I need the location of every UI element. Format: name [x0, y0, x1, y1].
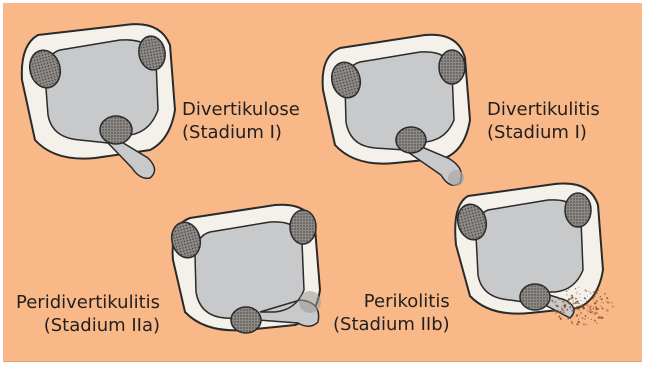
label-perikolitis: Perikolitis (Stadium IIb) — [333, 290, 450, 336]
label-divertikulitis-stage: (Stadium I) — [487, 121, 600, 144]
colon-pericolitis — [454, 183, 614, 325]
blood-vessel — [100, 116, 132, 144]
blood-vessel — [439, 50, 465, 84]
label-peridivertikulitis-name: Peridivertikulitis — [16, 291, 160, 314]
blood-vessel — [565, 193, 591, 227]
label-perikolitis-name: Perikolitis — [333, 290, 450, 313]
label-peridivertikulitis: Peridivertikulitis (Stadium IIa) — [16, 291, 160, 337]
label-divertikulose: Divertikulose (Stadium I) — [182, 98, 300, 144]
colon-diverticulitis — [323, 35, 470, 186]
label-divertikulose-stage: (Stadium I) — [182, 121, 300, 144]
label-peridivertikulitis-stage: (Stadium IIa) — [16, 314, 160, 337]
label-divertikulose-name: Divertikulose — [182, 98, 300, 121]
label-divertikulitis: Divertikulitis (Stadium I) — [487, 98, 600, 144]
label-divertikulitis-name: Divertikulitis — [487, 98, 600, 121]
blood-vessel — [290, 210, 316, 244]
label-perikolitis-stage: (Stadium IIb) — [333, 313, 450, 336]
blood-vessel — [231, 307, 261, 333]
colon-diverticulosis — [22, 24, 175, 178]
colon-peridiverticulitis — [168, 205, 321, 333]
blood-vessel — [396, 127, 426, 153]
blood-vessel — [520, 284, 550, 310]
